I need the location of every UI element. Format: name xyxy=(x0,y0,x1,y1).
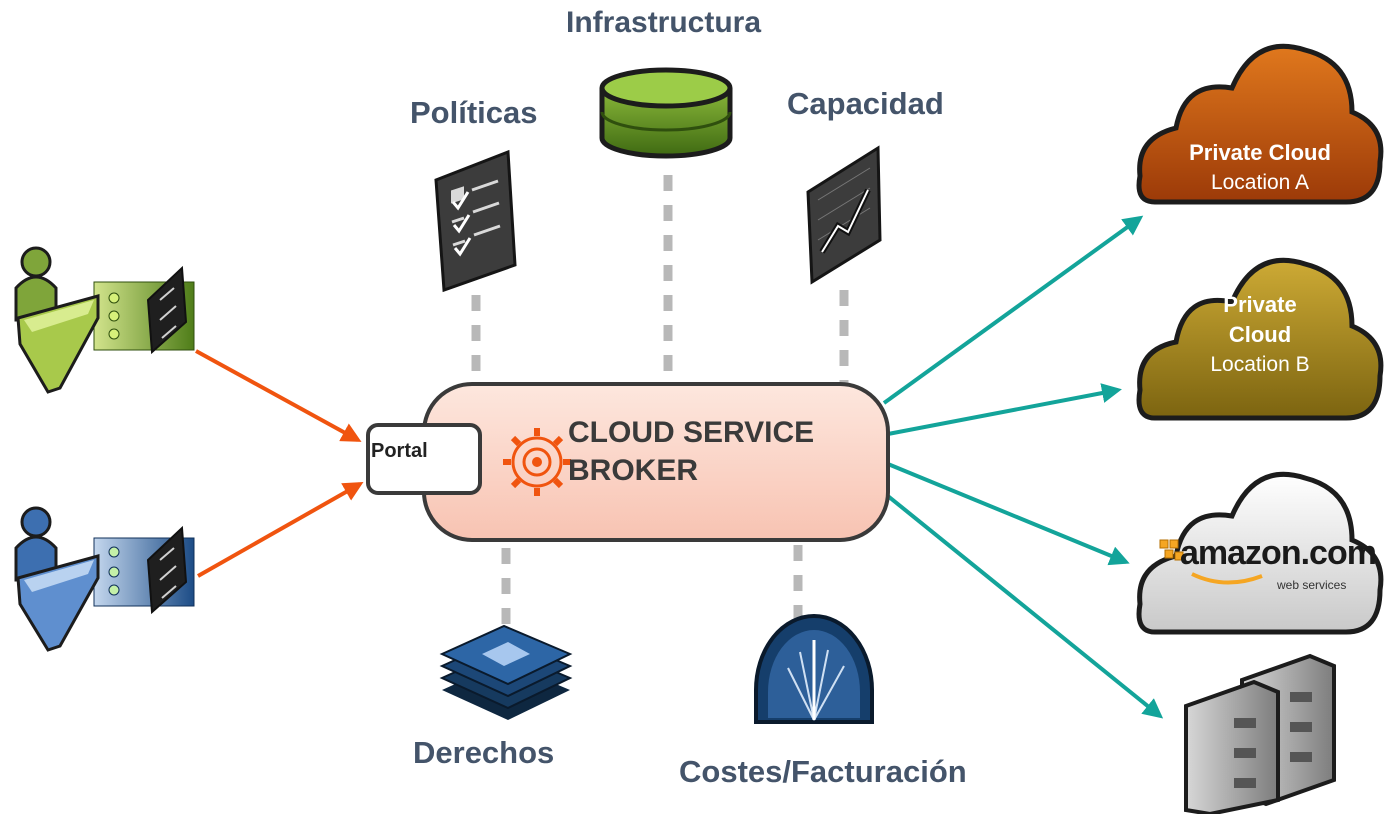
broker-title-line2: BROKER xyxy=(568,454,699,487)
arrow-to-cloud-b xyxy=(887,383,1122,436)
policy-checklist-icon xyxy=(434,149,517,293)
cloud-a-location: Location A xyxy=(1210,171,1310,194)
label-capacidad: Capacidad xyxy=(787,86,944,121)
cloud-b-title-line2: Cloud xyxy=(1228,322,1292,347)
label-derechos: Derechos xyxy=(413,735,555,770)
portal-label: Portal xyxy=(371,440,428,462)
amazon-sub-text: web services xyxy=(1277,578,1347,592)
dashed-connectors xyxy=(471,175,849,628)
label-politicas: Políticas xyxy=(410,95,538,130)
gear-icon xyxy=(503,428,571,496)
amazon-logo-text: amazon.com xyxy=(1180,534,1377,572)
green-user-workflow-icon xyxy=(14,246,195,394)
target-arrows xyxy=(876,215,1164,719)
amazon-cloud-icon xyxy=(1136,471,1384,635)
gauge-meter-icon xyxy=(754,614,874,724)
label-infraestructura: Infrastructura xyxy=(566,6,762,39)
arrow-to-servers xyxy=(876,486,1164,719)
server-rack-icon xyxy=(1184,653,1336,814)
cloud-b-title-line1: Private xyxy=(1223,292,1297,317)
blue-user-workflow-icon xyxy=(14,506,195,652)
broker-title-line1: CLOUD SERVICE xyxy=(568,416,815,449)
arrow-to-amazon xyxy=(887,462,1130,566)
broker-title: CLOUD SERVICE BROKER xyxy=(568,414,814,490)
cloud-b-text: Private Cloud Location B xyxy=(1176,290,1344,380)
capacity-chart-icon xyxy=(806,145,882,285)
arrow-to-cloud-a xyxy=(882,215,1144,405)
amazon-boxes-icon xyxy=(1159,539,1184,561)
documents-stack-icon xyxy=(439,624,573,720)
cloud-a-text: Private Cloud Location A xyxy=(1176,138,1344,198)
database-cylinder-icon xyxy=(599,67,733,159)
amazon-smile-icon xyxy=(1191,572,1263,585)
arrow-green-user xyxy=(195,349,362,442)
private-cloud-b-icon xyxy=(1136,257,1384,421)
arrow-blue-user xyxy=(197,482,364,578)
cloud-a-title: Private Cloud xyxy=(1189,140,1331,165)
label-costes: Costes/Facturación xyxy=(679,754,967,789)
private-cloud-a-icon xyxy=(1136,43,1384,205)
cloud-b-location: Location B xyxy=(1210,353,1310,376)
portal-box[interactable] xyxy=(366,423,482,495)
